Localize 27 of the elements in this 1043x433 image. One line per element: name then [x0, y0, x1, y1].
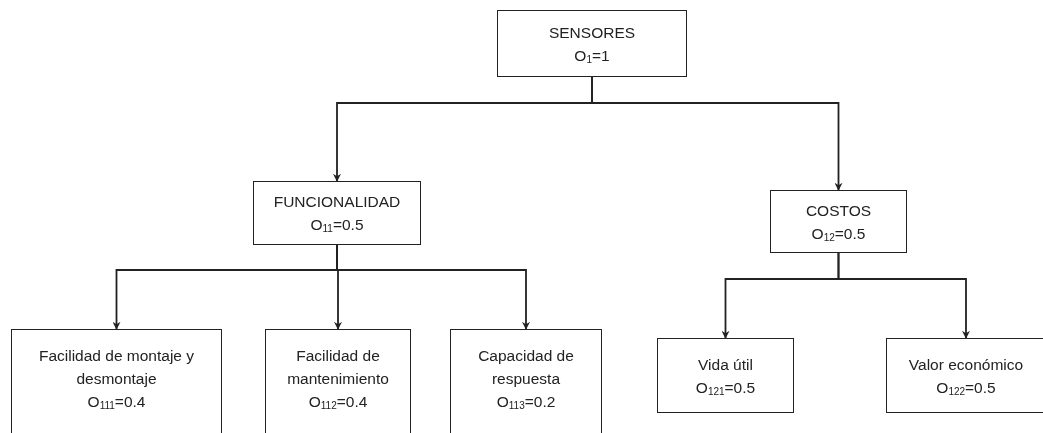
weight-value: O$_{1}$=1	[574, 45, 610, 67]
node-title: Capacidad de respuesta	[477, 346, 575, 389]
node-box	[253, 181, 421, 245]
connector-arrow	[591, 76, 843, 191]
connector-arrow	[336, 244, 530, 330]
node-box	[497, 10, 687, 77]
weight-value: O$_{121}$=0.5	[695, 377, 756, 399]
node-box	[11, 329, 222, 433]
weight-value: O$_{122}$=0.5	[936, 377, 996, 399]
weight-value: O$_{11}$=0.5	[310, 215, 364, 236]
node-title: SENSORES	[548, 22, 636, 43]
node-box	[770, 190, 907, 253]
weight-value: O$_{12}$=0.5	[811, 223, 866, 245]
node-box	[657, 338, 794, 413]
node-title: Vida útil	[698, 354, 753, 375]
weight-value: O$_{111}$=0.4	[87, 392, 146, 413]
weight-value: O$_{113}$=0.2	[496, 392, 556, 413]
connector-arrow	[837, 252, 970, 339]
node-title: Facilidad de montaje y desmontaje	[37, 346, 196, 389]
node-title: FUNCIONALIDAD	[273, 192, 401, 212]
node-box	[265, 329, 411, 433]
node-box	[886, 338, 1043, 413]
node-title: Valor económico	[908, 354, 1024, 375]
weight-value: O$_{112}$=0.4	[308, 392, 368, 413]
node-title: Facilidad de mantenimiento	[286, 346, 390, 389]
node-box	[450, 329, 602, 433]
node-title: COSTOS	[805, 200, 872, 221]
